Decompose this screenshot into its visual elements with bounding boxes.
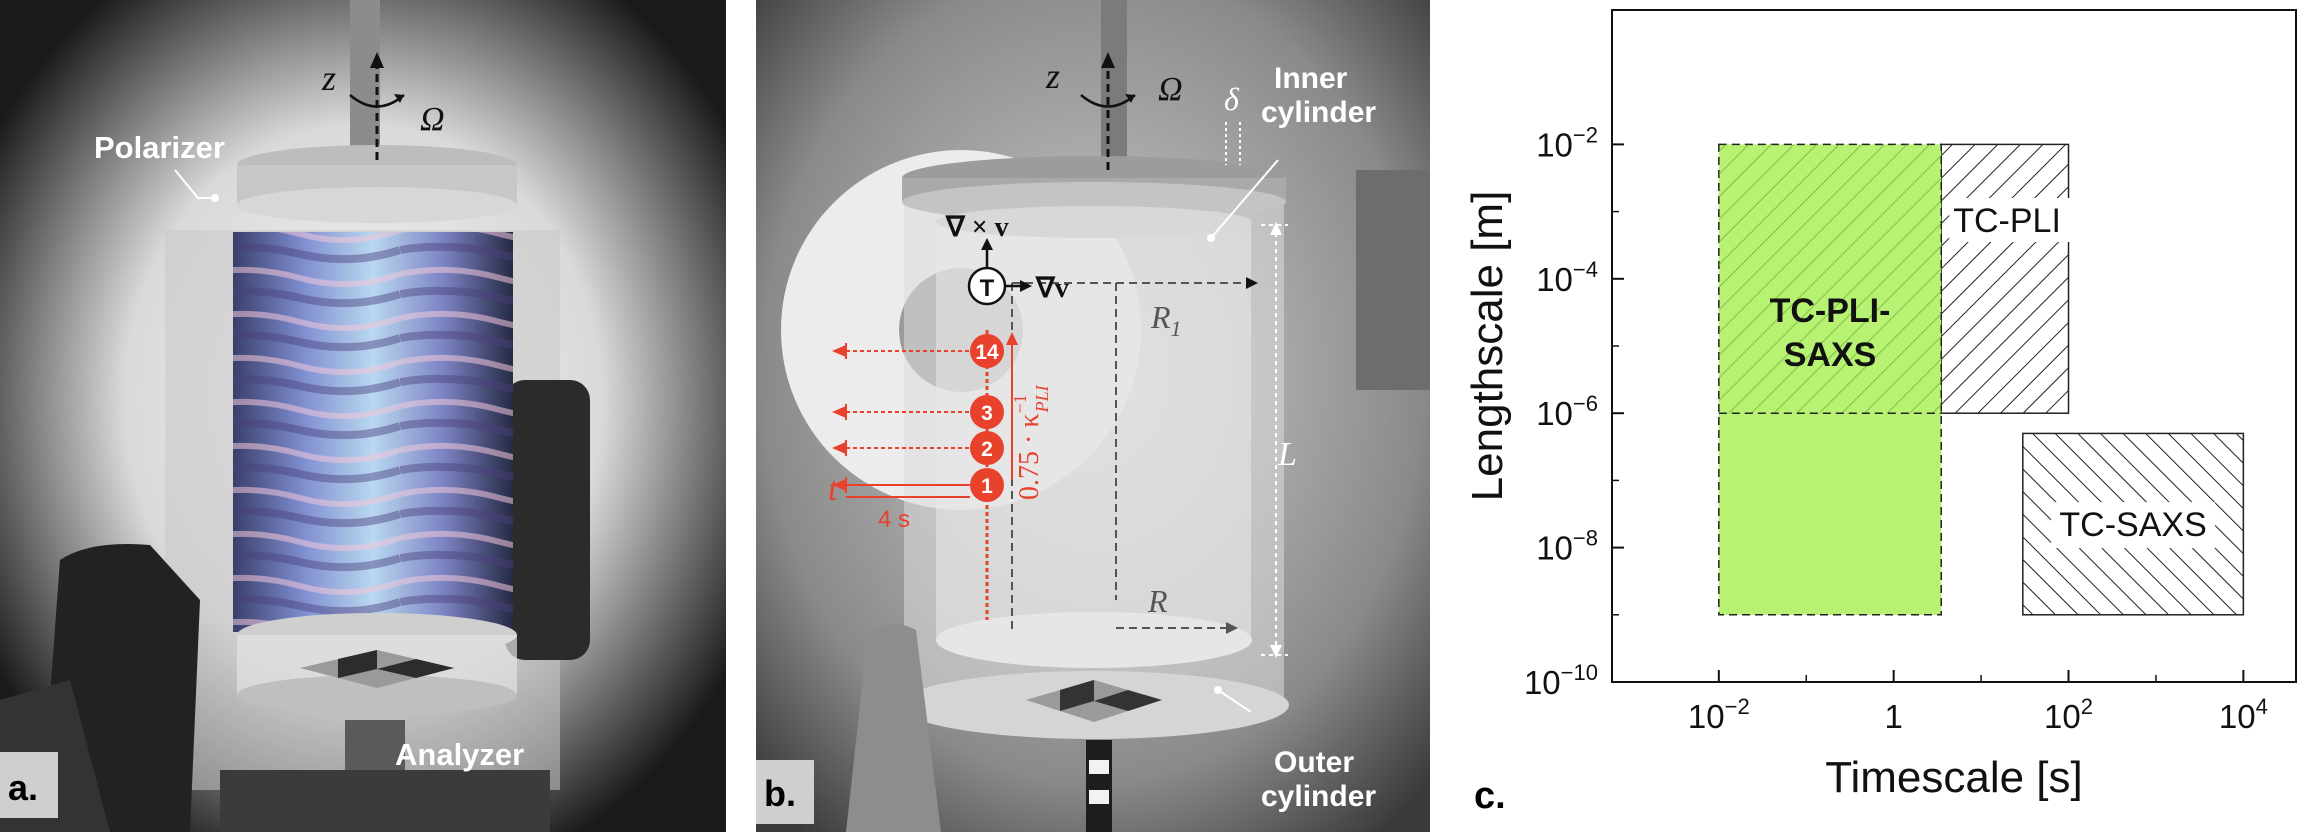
t-marker-icon: T — [980, 275, 995, 302]
inner-cylinder-label-1: Inner — [1274, 62, 1348, 95]
y-tick-label: 10−4 — [1536, 257, 1598, 298]
outer-cylinder-label-1: Outer — [1274, 746, 1354, 779]
x-tick-label: 10−2 — [1688, 694, 1750, 735]
y-tick-label: 10−8 — [1536, 526, 1598, 567]
inner-cylinder-label-2: cylinder — [1261, 96, 1376, 129]
time-marker-3: 3 — [981, 402, 993, 425]
time-marker-1: 1 — [981, 475, 993, 498]
curl-v-label: ∇ × v — [945, 212, 1009, 243]
scale-map-chart: TC-PLI TC-SAXS TC-PLI- SAXS 10−2 1 102 104 10−2… — [1463, 9, 2297, 817]
region-label-tc-pli-saxs-2: SAXS — [1784, 336, 1877, 374]
x-tick-label: 104 — [2219, 694, 2268, 735]
panel-c-chart: TC-PLI TC-SAXS TC-PLI- SAXS 10−2 1 102 104 10−2… — [1440, 0, 2306, 832]
z-axis-label: z — [1045, 56, 1060, 96]
r-label: R — [1147, 583, 1168, 619]
region-label-tc-pli-saxs-1: TC-PLI- — [1770, 292, 1891, 330]
region-tc-pli — [1940, 143, 2070, 414]
panel-b-label: b. — [764, 773, 796, 814]
region-tc-pli-saxs — [1718, 143, 1942, 616]
four-s-label: 4 s — [878, 506, 910, 533]
z-axis-arrow-icon — [1080, 52, 1136, 170]
x-tick-label: 102 — [2044, 694, 2093, 735]
time-marker-14: 14 — [975, 341, 999, 364]
x-tick-label: 1 — [1884, 698, 1902, 735]
region-label-tc-pli: TC-PLI — [1953, 202, 2061, 240]
r1-label: R1 — [1150, 299, 1182, 341]
l-label: L — [1277, 436, 1297, 473]
y-tick-label: 10−10 — [1524, 660, 1598, 701]
time-markers: 14 3 2 1 — [832, 330, 1018, 620]
z-axis-arrow-icon — [349, 52, 405, 160]
region-label-tc-saxs: TC-SAXS — [2059, 506, 2206, 544]
y-tick-label: 10−2 — [1536, 122, 1598, 163]
panel-c-label: c. — [1474, 775, 1506, 817]
panel-a-photo: z Ω Polarizer Analyzer a. — [0, 0, 726, 832]
t-label: t — [828, 471, 839, 508]
y-tick-label: 10−6 — [1536, 391, 1598, 432]
polarizer-label: Polarizer — [94, 130, 225, 165]
panel-a-illustration: z Ω Polarizer Analyzer a. — [0, 0, 726, 832]
grad-v-label: ∇v — [1035, 273, 1069, 304]
z-axis-label: z — [321, 58, 336, 98]
omega-label: Ω — [1158, 71, 1183, 108]
analyzer-label: Analyzer — [395, 737, 524, 772]
outer-cylinder-label-2: cylinder — [1261, 780, 1376, 813]
panel-b-photo: z Ω δ Inner cylinder Outer cylinder R1 R… — [756, 0, 1430, 832]
y-axis-label: Lengthscale [m] — [1463, 191, 1512, 502]
x-axis-label: Timescale [s] — [1825, 753, 2083, 802]
omega-label: Ω — [420, 101, 445, 138]
delta-label: δ — [1224, 81, 1240, 117]
time-marker-2: 2 — [981, 438, 993, 461]
panel-b-illustration: z Ω δ Inner cylinder Outer cylinder R1 R… — [756, 0, 1430, 832]
checkerboard-icon — [300, 650, 454, 688]
panel-a-label: a. — [8, 767, 38, 808]
